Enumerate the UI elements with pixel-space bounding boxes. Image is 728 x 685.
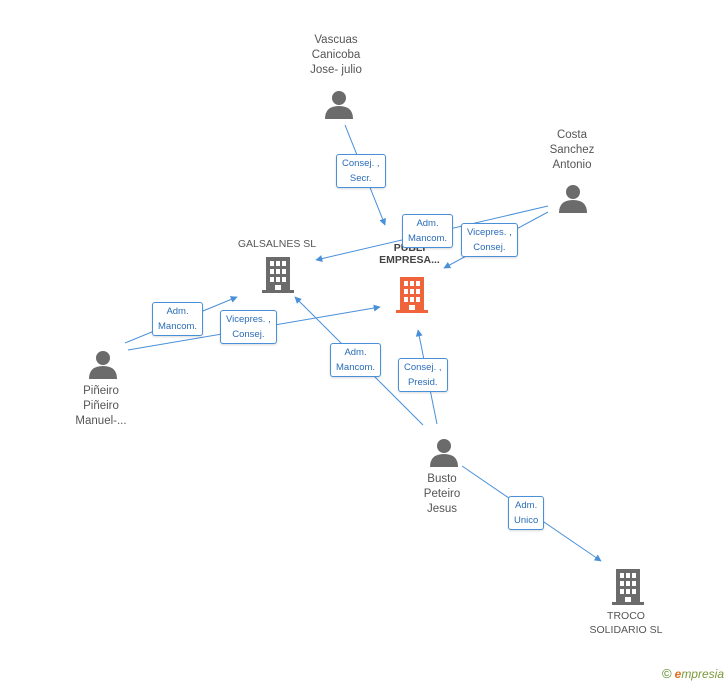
- edge-label-costa-galsalnes[interactable]: Adm. Mancom.: [402, 214, 454, 248]
- edge-label-line: Adm.: [515, 500, 538, 511]
- edge-label-line: Presid.: [407, 377, 438, 388]
- edge-label-pineiro-publi[interactable]: Vicepres. , Consej.: [220, 310, 277, 344]
- edge-label-line: Mancom.: [408, 233, 448, 244]
- node-label-pineiro[interactable]: Piñeiro Piñeiro Manuel-...: [61, 384, 141, 429]
- node-label-galsalnes[interactable]: GALSALNES SL: [222, 237, 332, 252]
- edge-label-busto-troco[interactable]: Adm. Unico: [508, 496, 545, 530]
- brand-logo[interactable]: ©empresia: [662, 666, 724, 681]
- brand-initial: e: [674, 667, 682, 681]
- edge-label-busto-galsalnes[interactable]: Adm. Mancom.: [330, 343, 382, 377]
- node-label-line: Vascuas: [314, 34, 358, 46]
- person-icon[interactable]: [89, 351, 117, 379]
- edge-label-line: Consej.: [232, 329, 265, 340]
- edge-label-pineiro-galsalnes[interactable]: Adm. Mancom.: [152, 302, 204, 336]
- node-label-line: GALSALNES SL: [237, 238, 317, 250]
- person-icon[interactable]: [325, 91, 353, 119]
- edge-label-vascuas-publi[interactable]: Consej. , Secr.: [336, 154, 386, 188]
- brand-name: mpresia: [681, 667, 724, 681]
- edge-label-line: Secr.: [349, 173, 372, 184]
- node-label-line: Piñeiro: [83, 385, 119, 397]
- node-label-vascuas[interactable]: Vascuas Canicoba Jose- julio: [296, 33, 376, 78]
- node-label-line: EMPRESA...: [379, 254, 440, 266]
- building-icon[interactable]: [612, 569, 644, 605]
- edge-label-costa-publi[interactable]: Vicepres. , Consej.: [461, 223, 518, 257]
- building-icon[interactable]: [396, 277, 428, 313]
- node-label-line: Manuel-...: [75, 415, 127, 427]
- node-label-line: Sanchez: [549, 144, 595, 156]
- node-label-line: Canicoba: [311, 49, 361, 61]
- node-label-costa[interactable]: Costa Sanchez Antonio: [532, 128, 612, 173]
- node-label-line: Costa: [556, 129, 588, 141]
- node-label-line: TROCO: [607, 610, 645, 622]
- edge-label-busto-publi[interactable]: Consej. , Presid.: [398, 358, 448, 392]
- person-icon[interactable]: [430, 439, 458, 467]
- node-label-line: Busto: [427, 473, 457, 485]
- node-label-line: SOLIDARIO SL: [589, 624, 663, 636]
- edge-label-line: Vicepres. ,: [226, 314, 271, 325]
- edge-label-line: Consej. ,: [342, 158, 380, 169]
- edge-label-line: Adm.: [416, 218, 439, 229]
- node-label-busto[interactable]: Busto Peteiro Jesus: [402, 472, 482, 517]
- edge-label-line: Adm.: [344, 347, 367, 358]
- node-label-line: Jose- julio: [310, 64, 362, 76]
- node-label-line: Antonio: [552, 159, 592, 171]
- edge-label-line: Mancom.: [336, 362, 376, 373]
- edge-label-line: Adm.: [166, 306, 189, 317]
- edge-label-line: Vicepres. ,: [467, 227, 512, 238]
- node-label-line: Piñeiro: [83, 400, 119, 412]
- edge-label-line: Mancom.: [158, 321, 198, 332]
- copyright-icon: ©: [662, 666, 672, 681]
- building-icon[interactable]: [262, 257, 294, 293]
- edge-label-line: Consej. ,: [404, 362, 442, 373]
- node-label-line: Jesus: [426, 503, 458, 515]
- edge-label-line: Unico: [514, 515, 539, 526]
- edge-label-line: Consej.: [473, 242, 506, 253]
- node-label-troco[interactable]: TROCO SOLIDARIO SL: [576, 609, 676, 637]
- person-icon[interactable]: [559, 185, 587, 213]
- node-label-line: Peteiro: [423, 488, 461, 500]
